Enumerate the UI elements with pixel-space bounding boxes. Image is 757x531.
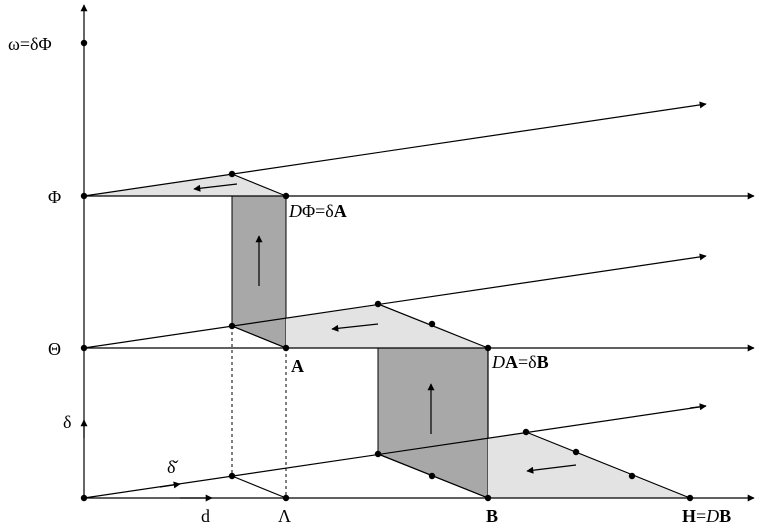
- dot-bottom-mid-top: [374, 450, 382, 458]
- dphi-label: DΦ=δA: [288, 201, 347, 221]
- theta-inclined-line: [83, 253, 707, 349]
- d-label: d: [201, 506, 210, 526]
- dot-origin: [80, 494, 88, 502]
- theta-descending-edge-1: [231, 325, 287, 349]
- dot-phi-peak: [228, 170, 236, 178]
- theta-label: Θ: [48, 339, 61, 359]
- phi-light-triangle: [84, 174, 286, 196]
- phi-left-arrow: [193, 183, 238, 192]
- bottom-descending-edge-1: [231, 475, 287, 499]
- dot-theta-mid: [428, 320, 436, 328]
- delta-check-arrow: [159, 481, 181, 489]
- dot-A: [282, 344, 290, 352]
- dot-bottom-right-peak: [522, 428, 530, 436]
- vertex-dots: [80, 39, 694, 502]
- dot-bottom-mid: [428, 472, 436, 480]
- dot-H: [686, 494, 694, 502]
- lambda-label: Λ: [278, 506, 291, 526]
- bottom-light-region: [488, 432, 690, 498]
- phi-inclined-line: [83, 101, 707, 197]
- dot-theta-left: [228, 322, 236, 330]
- bottom-descending-edge-3: [525, 431, 691, 499]
- dot-B: [484, 494, 492, 502]
- B-label: B: [486, 506, 498, 526]
- omega-label: ω=δΦ: [8, 34, 52, 54]
- dot-bottom-left: [228, 472, 236, 480]
- dot-bottom-right-2: [628, 472, 636, 480]
- da-label: DA=δB: [491, 352, 549, 372]
- dot-omega: [80, 39, 88, 47]
- A-label: A: [291, 356, 304, 376]
- theta-light-region: [286, 304, 488, 348]
- bottom-inclined-arrow: [689, 403, 707, 411]
- dot-theta-peak: [374, 300, 382, 308]
- delta-label: δ: [63, 412, 71, 432]
- phi-descending-edge: [231, 173, 287, 197]
- delta-check-label: δ̌: [167, 457, 178, 477]
- dot-theta: [80, 344, 88, 352]
- bottom-inclined-line: [83, 405, 707, 499]
- dot-phi: [80, 192, 88, 200]
- dot-bottom-right-1: [572, 448, 580, 456]
- phi-label: Φ: [48, 187, 61, 207]
- h-label: H=DB: [682, 506, 731, 526]
- dot-dphi: [282, 192, 290, 200]
- bottom-left-arrow: [526, 464, 577, 474]
- dot-dA: [484, 344, 492, 352]
- dot-lambda: [282, 494, 290, 502]
- theta-left-arrow: [331, 323, 379, 332]
